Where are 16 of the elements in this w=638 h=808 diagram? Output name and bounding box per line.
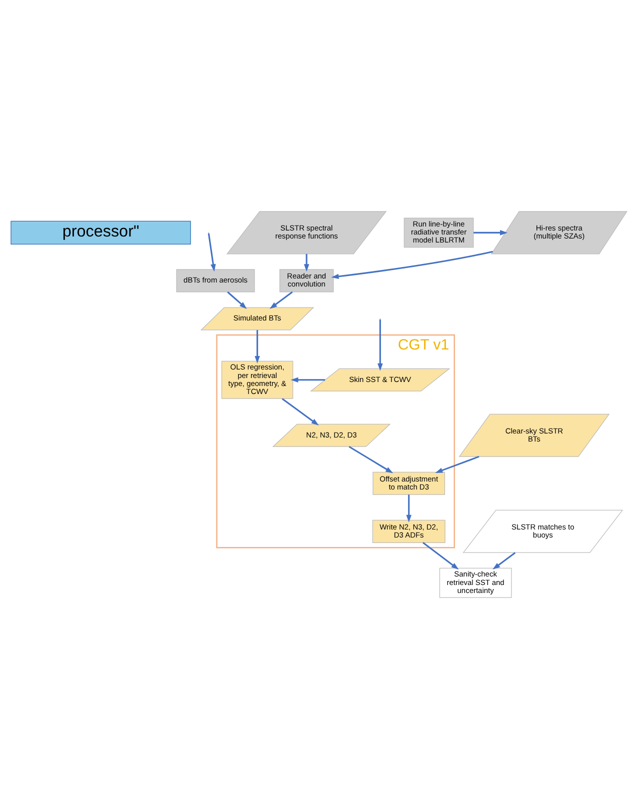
arrow — [282, 398, 319, 425]
arrow — [378, 318, 383, 370]
arrow — [435, 455, 480, 472]
arrow — [227, 290, 247, 308]
arrow — [270, 290, 293, 308]
arrow — [254, 330, 260, 363]
arrow — [492, 552, 516, 570]
arrow — [348, 445, 394, 473]
arrow — [304, 253, 310, 272]
arrow — [290, 376, 326, 382]
arrow — [474, 230, 508, 235]
node-box: processor" — [10, 220, 191, 244]
arrow — [208, 232, 216, 272]
arrow — [331, 250, 493, 279]
arrow — [422, 542, 459, 570]
arrow — [406, 494, 412, 522]
